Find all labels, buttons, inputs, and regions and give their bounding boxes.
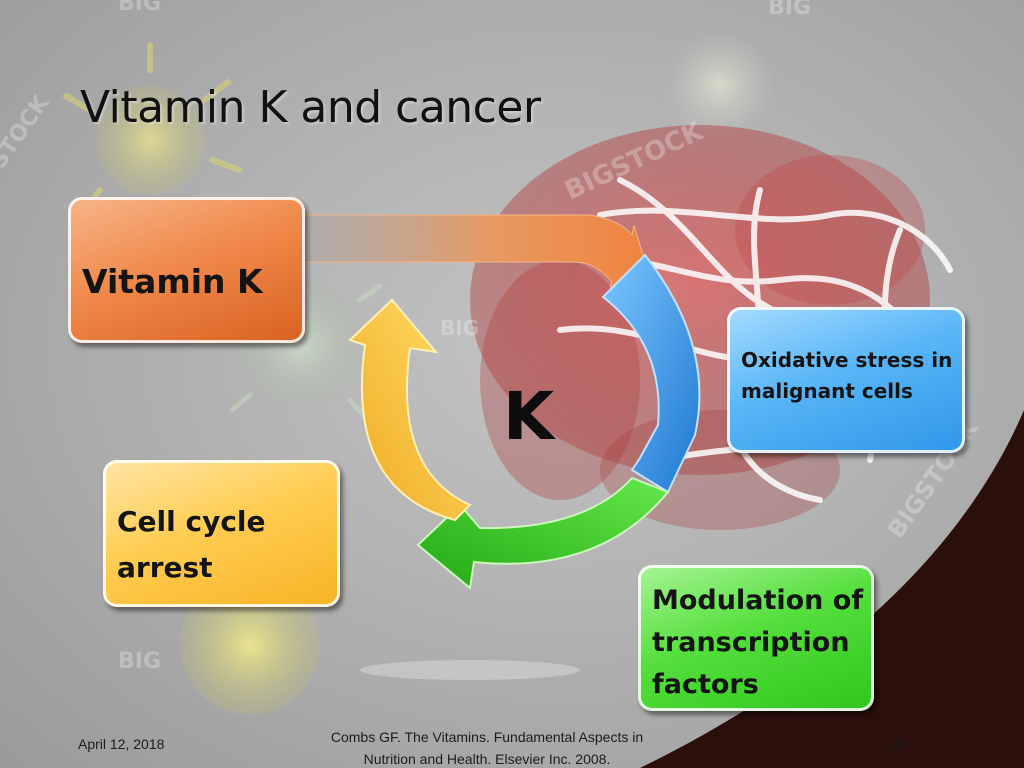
floor-reflection — [360, 660, 580, 680]
modulation-box: Modulation of transcription factors — [638, 565, 874, 711]
svg-text:BIG: BIG — [118, 0, 161, 16]
slide-number: 41 — [893, 736, 909, 752]
svg-text:BIG: BIG — [118, 649, 161, 674]
svg-text:STOCK: STOCK — [0, 91, 55, 174]
cycle-center-label: K — [503, 378, 555, 455]
footer-citation: Combs GF. The Vitamins. Fundamental Aspe… — [330, 729, 644, 767]
yellow-orb — [180, 575, 320, 715]
cell-cycle-box: Cell cycle arrest — [103, 460, 340, 607]
dark-corner-swoosh — [640, 410, 1024, 768]
modulation-label: Modulation of transcription factors — [652, 585, 864, 700]
blue-cycle-arrow-icon — [601, 253, 701, 494]
slide-title: Vitamin K and cancer — [80, 82, 541, 133]
cell-cycle-label: Cell cycle arrest — [117, 505, 266, 584]
vitamin-k-label: Vitamin K — [82, 262, 263, 301]
vitamin-k-box: Vitamin K — [68, 197, 305, 343]
svg-text:BIG: BIG — [768, 0, 811, 20]
svg-text:BIG: BIG — [440, 316, 479, 340]
footer-date: April 12, 2018 — [78, 736, 165, 752]
glow-orb — [665, 30, 775, 140]
yellow-cycle-arrow-icon — [348, 298, 472, 522]
oxidative-stress-box: Oxidative stress in malignant cells — [727, 307, 965, 453]
green-cycle-arrow-icon — [416, 476, 670, 590]
oxidative-stress-label: Oxidative stress in malignant cells — [741, 348, 953, 403]
